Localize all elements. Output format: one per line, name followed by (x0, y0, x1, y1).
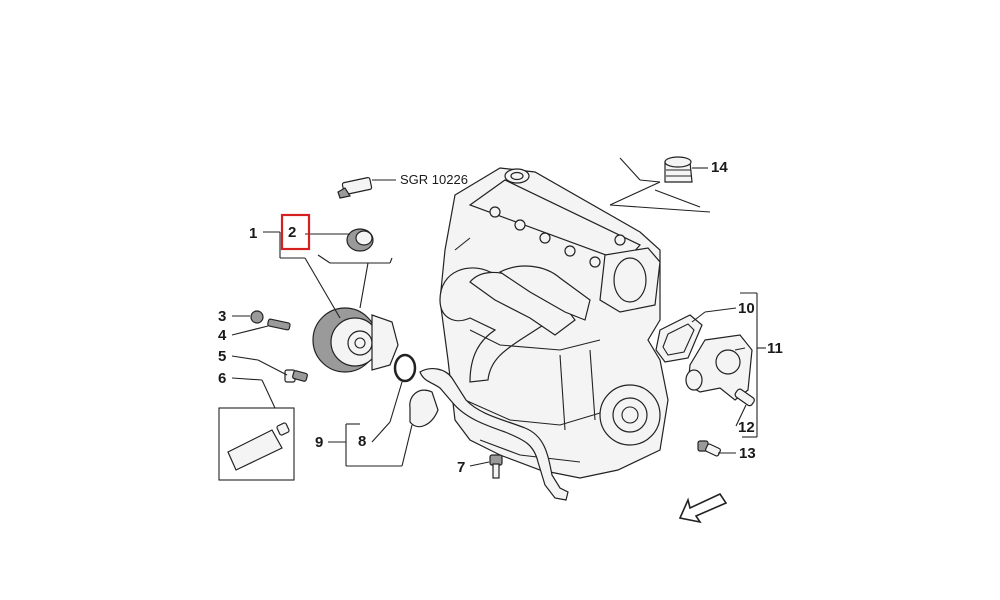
label-part-12: 12 (738, 419, 755, 436)
highlight-box-part-2 (280, 213, 311, 251)
label-part-10: 10 (738, 300, 755, 317)
part-5-bolt (284, 369, 308, 383)
label-part-4: 4 (218, 327, 227, 344)
part-1-water-pump (312, 307, 399, 373)
part-11-thermostat-housing (685, 334, 753, 401)
temperature-sensor (337, 176, 396, 199)
part-14-plug (664, 156, 693, 183)
label-part-3: 3 (218, 308, 226, 325)
label-part-14: 14 (711, 159, 728, 176)
label-part-1: 1 (249, 225, 257, 242)
part-10-gasket (655, 314, 703, 363)
part-4-stud (267, 318, 291, 331)
label-part-8: 8 (358, 433, 366, 450)
part-8-o-ring (393, 353, 417, 383)
label-part-6: 6 (218, 370, 226, 387)
part-12-nipple (734, 388, 755, 407)
label-part-7: 7 (457, 459, 465, 476)
engine-block (439, 167, 669, 479)
part-2-cap (346, 228, 374, 252)
part-6-sealant-tube (218, 407, 295, 481)
direction-arrow (678, 492, 728, 524)
label-part-9: 9 (315, 434, 323, 451)
label-part-11: 11 (767, 340, 783, 357)
part-13-bolt (697, 440, 721, 457)
coolant-pipe (409, 368, 569, 501)
part-7-screw (489, 454, 503, 479)
part-3-nut (250, 310, 264, 324)
leader-lines (231, 157, 766, 467)
label-part-13: 13 (739, 445, 756, 462)
label-part-5: 5 (218, 348, 226, 365)
label-part-2: 2 (288, 224, 296, 241)
label-reference-code: SGR 10226 (400, 172, 468, 187)
